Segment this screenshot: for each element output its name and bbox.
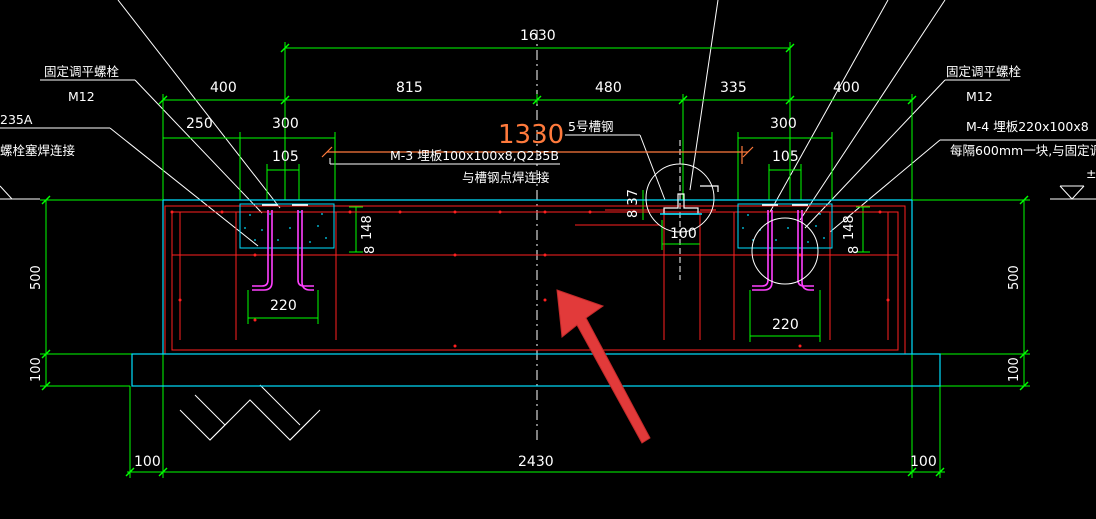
dim-335: 335 xyxy=(720,80,747,96)
dim-left-400: 400 xyxy=(210,80,237,96)
dim-left-100-vert: 100 xyxy=(29,357,44,382)
dim-bottom-right-100: 100 xyxy=(910,454,937,470)
rebar-dots xyxy=(170,210,890,348)
cyan-slab xyxy=(131,199,941,387)
dim-channel-100: 100 xyxy=(670,226,697,242)
dim-right-100-vert: 100 xyxy=(1007,357,1022,382)
dim-right-500: 500 xyxy=(1007,265,1022,290)
label-right-edge: ± xyxy=(1086,166,1096,181)
dim-815: 815 xyxy=(396,80,423,96)
dim-small-8: 8 xyxy=(363,246,378,254)
label-left-plate-code: 235A xyxy=(0,112,33,127)
label-left-bolt-size: M12 xyxy=(68,89,95,104)
label-m3-plate: M-3 埋板100x100x8,Q235B xyxy=(390,148,559,163)
grout-pocket-right xyxy=(737,203,833,249)
dim-bottom-2430: 2430 xyxy=(518,454,554,470)
leader-lines xyxy=(0,0,1096,247)
dimension-lines xyxy=(40,42,1030,478)
dim-right-148: 148 xyxy=(842,215,857,240)
dim-left-250: 250 xyxy=(186,116,213,132)
anchor-bolt-left xyxy=(252,204,314,291)
dim-right-220: 220 xyxy=(772,317,799,333)
orange-dimension xyxy=(321,146,754,164)
red-arrow-annotation xyxy=(556,289,651,444)
label-right-bolt-name: 固定调平螺栓 xyxy=(946,64,1022,79)
detail-circle-bolt xyxy=(751,217,819,285)
label-right-bolt-size: M12 xyxy=(966,89,993,104)
label-left-weld-note: 螺栓塞焊连接 xyxy=(0,143,76,158)
dim-bottom-left-100: 100 xyxy=(134,454,161,470)
dim-left-148: 148 xyxy=(360,215,375,240)
label-left-bolt-name: 固定调平螺栓 xyxy=(44,64,120,79)
dim-small-837: 8 37 xyxy=(626,189,641,218)
dim-orange-1330: 1330 xyxy=(498,120,564,150)
label-channel: 5号槽钢 xyxy=(568,119,613,134)
channel-steel xyxy=(663,185,719,215)
dim-480: 480 xyxy=(595,80,622,96)
dim-left-105: 105 xyxy=(272,149,299,165)
dim-left-500: 500 xyxy=(29,265,44,290)
detail-circle-channel xyxy=(645,163,715,233)
ground-symbols xyxy=(0,185,1096,441)
dim-right-300: 300 xyxy=(770,116,797,132)
label-m4-spacing: 每隔600mm一块,与固定调平螺 xyxy=(950,143,1096,158)
dimension-ticks xyxy=(41,43,1029,477)
dim-small-8b: 8 xyxy=(847,246,862,254)
label-m3-weld: 与槽钢点焊连接 xyxy=(462,170,550,185)
anchor-bolt-right xyxy=(752,204,814,291)
dim-left-300: 300 xyxy=(272,116,299,132)
dim-right-400: 400 xyxy=(833,80,860,96)
dim-right-105: 105 xyxy=(772,149,799,165)
dim-left-220: 220 xyxy=(270,298,297,314)
label-m4-plate: M-4 埋板220x100x8 xyxy=(966,119,1089,134)
dim-total-1630: 1630 xyxy=(520,28,556,44)
grout-pocket-left xyxy=(239,203,335,249)
